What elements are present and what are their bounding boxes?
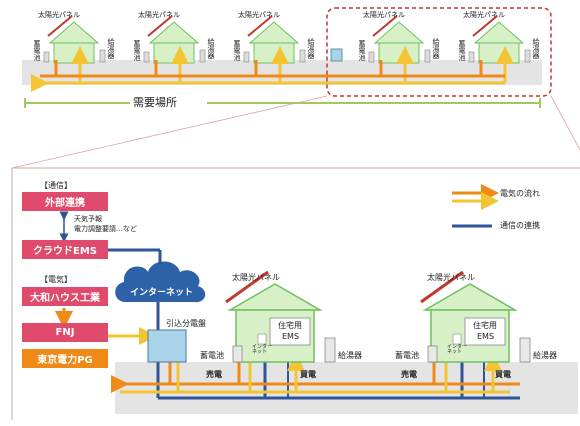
top-house-3-body bbox=[253, 42, 295, 64]
detail-house-1-solar-label: 太陽光パネル bbox=[232, 273, 280, 282]
top-house-3-roof bbox=[248, 21, 300, 44]
top-house-4-panel bbox=[372, 15, 398, 37]
top-house-2-panel bbox=[147, 15, 173, 37]
external-link-box: 外部連携 bbox=[22, 192, 108, 211]
top-house-2-heater bbox=[199, 49, 206, 63]
internet-label: インターネット bbox=[130, 288, 194, 298]
detail-house-1-heater bbox=[324, 337, 336, 363]
switchboard-box bbox=[147, 329, 187, 363]
detail-house-1-ems-label-1: 住宅用 bbox=[278, 321, 302, 330]
detail-house-2-battery bbox=[427, 345, 438, 363]
detail-house-2-solar-label: 太陽光パネル bbox=[427, 273, 475, 282]
top-house-1-body bbox=[53, 42, 95, 64]
top-house-4-battery-label: 蓄電池 bbox=[358, 40, 366, 61]
forecast-note: 天気予報 bbox=[74, 215, 102, 223]
zoom-line-left bbox=[11, 95, 328, 169]
top-house-1-battery-label: 蓄電池 bbox=[33, 40, 41, 61]
detail-house-1-router-label: インター ネット bbox=[252, 344, 273, 355]
top-house-2-battery bbox=[143, 51, 150, 63]
top-house-4-heater-label: 給湯器 bbox=[432, 38, 440, 59]
top-houses bbox=[43, 15, 531, 83]
detail-house-2-ems-box bbox=[464, 317, 506, 346]
top-house-4-body bbox=[378, 42, 420, 64]
top-house-4-heater bbox=[424, 49, 431, 63]
detail-house-2-router bbox=[452, 333, 462, 345]
detail-house-2-buy-label: 買電 bbox=[495, 370, 511, 379]
detail-house-1-battery bbox=[232, 345, 243, 363]
detail-house-1-panel bbox=[225, 270, 269, 304]
comm-header: 【通信】 bbox=[40, 181, 72, 190]
request-note: 電力調整要請…など bbox=[74, 225, 137, 233]
top-ground-band bbox=[22, 60, 542, 85]
daiwa-house-box: 大和ハウス工業 bbox=[22, 287, 108, 306]
top-house-4-solar-label: 太陽光パネル bbox=[363, 11, 405, 19]
detail-house-2-heater bbox=[519, 337, 531, 363]
detail-house-2-router-label: インター ネット bbox=[447, 344, 468, 355]
top-house-5-battery bbox=[468, 51, 475, 63]
detail-house-2-battery-label: 蓄電池 bbox=[395, 351, 419, 360]
top-house-3-solar-label: 太陽光パネル bbox=[238, 11, 280, 19]
detail-house-1-buy-label: 買電 bbox=[300, 370, 316, 379]
top-house-1-battery bbox=[43, 51, 50, 63]
top-house-5-solar-label: 太陽光パネル bbox=[463, 11, 505, 19]
demand-area-label: 需要場所 bbox=[133, 96, 177, 109]
detail-panel-border bbox=[11, 167, 580, 420]
detail-house-1-heater-label: 給湯器 bbox=[338, 351, 362, 360]
cloud-ems-box: クラウドEMS bbox=[22, 240, 108, 259]
top-house-3-battery-label: 蓄電池 bbox=[233, 40, 241, 61]
detail-house-1-router bbox=[257, 333, 267, 345]
top-house-4-roof bbox=[373, 21, 425, 44]
cloud-shape bbox=[115, 261, 206, 303]
detail-house-2-panel bbox=[420, 270, 464, 304]
legend-comm-label: 通信の連携 bbox=[500, 221, 540, 230]
top-house-3-battery bbox=[243, 51, 250, 63]
top-house-2-solar-label: 太陽光パネル bbox=[138, 11, 180, 19]
top-house-3-panel bbox=[247, 15, 273, 37]
top-house-1-solar-label: 太陽光パネル bbox=[38, 11, 80, 19]
detail-house-1-ems-box bbox=[269, 317, 311, 346]
top-house-5-heater bbox=[524, 49, 531, 63]
top-house-2-body bbox=[153, 42, 195, 64]
top-house-5-battery-label: 蓄電池 bbox=[458, 40, 466, 61]
top-house-5-panel bbox=[472, 15, 498, 37]
top-house-3-heater bbox=[299, 49, 306, 63]
top-house-5-heater-label: 給湯器 bbox=[532, 38, 540, 59]
detail-houses bbox=[225, 270, 531, 363]
top-switchboard bbox=[330, 48, 343, 62]
top-house-5-roof bbox=[473, 21, 525, 44]
dashed-focus-box bbox=[326, 7, 552, 97]
top-house-2-heater-label: 給湯器 bbox=[207, 38, 215, 59]
detail-house-2-ems-label-1: 住宅用 bbox=[473, 321, 497, 330]
detail-house-1-battery-label: 蓄電池 bbox=[200, 351, 224, 360]
top-house-1-roof bbox=[48, 21, 100, 44]
detail-house-1-ems-label-2: EMS bbox=[282, 332, 300, 341]
legend-electric-label: 電気の流れ bbox=[500, 189, 540, 198]
top-house-1-heater bbox=[99, 49, 106, 63]
top-house-5-body bbox=[478, 42, 520, 64]
top-house-1-heater-label: 給湯器 bbox=[107, 38, 115, 59]
top-house-1-panel bbox=[47, 15, 73, 37]
top-house-2-roof bbox=[148, 21, 200, 44]
tepco-box: 東京電力PG bbox=[22, 349, 108, 368]
top-house-2-battery-label: 蓄電池 bbox=[133, 40, 141, 61]
top-house-4-battery bbox=[368, 51, 375, 63]
power-header: 【電気】 bbox=[40, 275, 72, 284]
zoom-line-right bbox=[550, 95, 580, 151]
detail-house-2-ems-label-2: EMS bbox=[477, 332, 495, 341]
switchboard-label: 引込分電盤 bbox=[166, 319, 206, 328]
detail-house-1-sell-label: 売電 bbox=[206, 370, 222, 379]
top-house-3-heater-label: 給湯器 bbox=[307, 38, 315, 59]
detail-house-2-sell-label: 売電 bbox=[401, 370, 417, 379]
detail-house-2-heater-label: 給湯器 bbox=[533, 351, 557, 360]
fnj-box: FNJ bbox=[22, 323, 108, 342]
